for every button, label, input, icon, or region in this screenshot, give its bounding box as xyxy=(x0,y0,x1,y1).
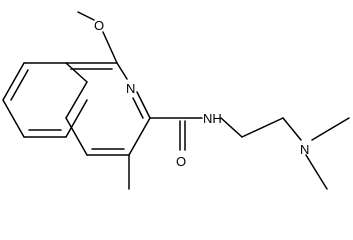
structure-svg: O N O NH N xyxy=(2,11,350,190)
bond-c8-c1ring xyxy=(65,62,88,83)
bond-n-methyl-down xyxy=(305,154,328,190)
atom-o-methoxy: O xyxy=(94,18,104,33)
bond-c1-n2 xyxy=(116,62,128,80)
bond-n-methyl-up xyxy=(311,117,350,141)
bond-ch2-ch2 xyxy=(241,117,284,138)
bond-benz-left-top-inner xyxy=(10,69,29,101)
atom-n-ring: N xyxy=(126,81,135,96)
bond-c4a-c8a xyxy=(65,117,88,156)
bond-benz-left-top xyxy=(2,62,25,101)
atom-o-carbonyl: O xyxy=(176,154,186,169)
bond-benz-right xyxy=(65,99,88,138)
molecule-diagram: O N O NH N xyxy=(2,11,350,190)
atom-nh-amide: NH xyxy=(203,111,222,126)
bond-ch2-n xyxy=(282,117,302,141)
bond-methyl-o xyxy=(77,11,95,21)
atom-n-amine: N xyxy=(300,142,309,157)
bond-nh-ch2 xyxy=(220,117,243,138)
bond-o-c1 xyxy=(102,31,118,64)
bond-benz-left-bottom xyxy=(2,99,25,138)
bond-c3-c4 xyxy=(128,117,151,156)
bond-c8a-c8 xyxy=(65,81,88,119)
bond-n2-c3-b xyxy=(132,97,144,119)
bond-n2-c3-a xyxy=(136,91,151,119)
